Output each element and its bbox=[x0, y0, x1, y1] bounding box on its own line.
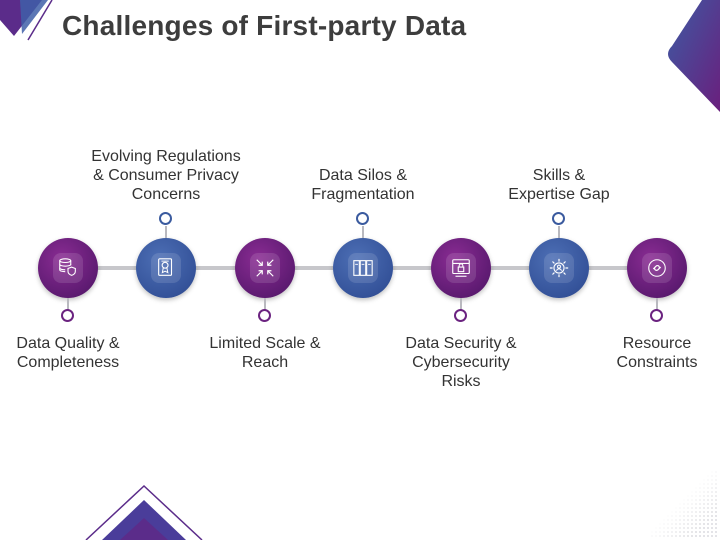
node-icon-frame bbox=[151, 253, 181, 283]
node-connector bbox=[656, 298, 658, 310]
timeline-node-6 bbox=[529, 238, 589, 298]
timeline-node-7 bbox=[627, 238, 687, 298]
challenge-label-3: Limited Scale & Reach bbox=[175, 334, 355, 372]
label-line: Risks bbox=[441, 373, 481, 390]
node-connector bbox=[67, 298, 69, 310]
label-line: Skills & bbox=[532, 167, 586, 184]
node-connector bbox=[165, 226, 167, 238]
challenge-label-6: Skills & Expertise Gap bbox=[469, 166, 649, 204]
node-marker-dot bbox=[258, 309, 271, 322]
node-connector bbox=[558, 226, 560, 238]
label-line: & Consumer Privacy bbox=[93, 167, 239, 184]
timeline-node-2 bbox=[136, 238, 196, 298]
certificate-icon bbox=[158, 258, 173, 276]
node-marker-dot bbox=[650, 309, 663, 322]
node-marker-dot bbox=[356, 212, 369, 225]
secure-document-icon bbox=[452, 259, 470, 277]
timeline-node-3 bbox=[235, 238, 295, 298]
label-line: Data Security & bbox=[405, 335, 517, 352]
gear-people-icon bbox=[549, 258, 569, 278]
node-marker-dot bbox=[159, 212, 172, 225]
challenge-label-1: Data Quality & Completeness bbox=[0, 334, 158, 372]
node-marker-dot bbox=[454, 309, 467, 322]
label-line: Cybersecurity bbox=[412, 354, 510, 371]
database-shield-icon bbox=[59, 258, 76, 276]
label-line: Expertise Gap bbox=[508, 186, 610, 203]
dotted-pattern-decoration bbox=[651, 471, 717, 537]
bottom-triangle-shape bbox=[85, 484, 203, 540]
label-line: Constraints bbox=[616, 354, 698, 371]
label-line: Resource bbox=[622, 335, 692, 352]
label-line: Concerns bbox=[131, 186, 201, 203]
top-right-corner-shape bbox=[668, 0, 720, 112]
node-icon-frame bbox=[446, 253, 476, 283]
label-line: Fragmentation bbox=[311, 186, 415, 203]
node-marker-dot bbox=[61, 309, 74, 322]
node-connector bbox=[460, 298, 462, 310]
node-icon-frame bbox=[348, 253, 378, 283]
node-connector bbox=[264, 298, 266, 310]
challenge-label-4: Data Silos & Fragmentation bbox=[273, 166, 453, 204]
label-line: Evolving Regulations bbox=[91, 148, 241, 165]
node-icon-frame bbox=[53, 253, 83, 283]
compress-arrows-icon bbox=[256, 259, 274, 277]
label-line: Data Silos & bbox=[318, 167, 408, 184]
node-icon-frame bbox=[642, 253, 672, 283]
broken-link-icon bbox=[648, 259, 666, 277]
label-line: Reach bbox=[241, 354, 289, 371]
timeline-node-4 bbox=[333, 238, 393, 298]
top-left-corner-shape bbox=[0, 0, 53, 41]
timeline-node-1 bbox=[38, 238, 98, 298]
node-marker-dot bbox=[552, 212, 565, 225]
node-icon-frame bbox=[250, 253, 280, 283]
label-line: Data Quality & bbox=[16, 335, 120, 352]
node-icon-frame bbox=[544, 253, 574, 283]
timeline-node-5 bbox=[431, 238, 491, 298]
label-line: Limited Scale & bbox=[209, 335, 321, 352]
slide-title: Challenges of First-party Data bbox=[62, 10, 467, 41]
label-line: Completeness bbox=[16, 354, 120, 371]
server-racks-icon bbox=[353, 260, 373, 276]
node-connector bbox=[362, 226, 364, 238]
